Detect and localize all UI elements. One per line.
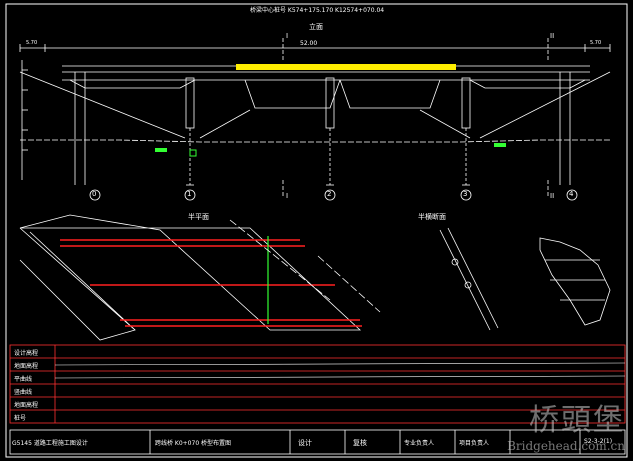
deck-highlight (236, 64, 456, 70)
left-end-dim: 5.70 (26, 40, 38, 46)
pier-label-3: 3 (463, 190, 468, 198)
title-block-review: 复核 (353, 439, 367, 447)
title-block-manager: 项目负责人 (459, 440, 490, 447)
section-marker-right-bottom: II (550, 192, 555, 200)
right-end-dim: 5.70 (590, 40, 602, 46)
table-row-label-1: 地面高程 (14, 363, 39, 370)
table-row-label-3: 竖曲线 (14, 389, 33, 396)
drawing-title: 桥梁中心桩号 K574+175.170 K12574+070.04 (250, 7, 385, 14)
pier-label-1: 1 (187, 190, 192, 198)
watermark-text: 桥頭堡 (529, 403, 625, 438)
title-block-engineer: 专业负责人 (404, 440, 435, 447)
ground-grade-line (54, 375, 626, 379)
pier-label-2: 2 (327, 190, 332, 198)
section-marker-right: II (550, 32, 555, 40)
design-grade-line (54, 362, 626, 366)
drawing-border (5, 3, 628, 458)
title-block-project: G5145 道路工程施工图设计 (12, 440, 88, 447)
pier-label-0: 0 (92, 190, 97, 198)
title-block-design: 设计 (298, 439, 312, 447)
table-row-label-2: 平曲线 (14, 376, 33, 383)
watermark-url: Bridgehead.com.cn (507, 439, 625, 453)
section-title: 半横断面 (418, 213, 446, 221)
section-marker-left-bottom: I (286, 192, 289, 200)
watermark: 桥頭堡 Bridgehead.com.cn (507, 395, 625, 453)
section-view (439, 227, 611, 331)
title-block-drawing-title: 跨线桥 K0+070 桥型布置图 (155, 440, 232, 447)
pier-markers (89, 189, 578, 201)
pier-label-4: 4 (569, 190, 574, 198)
plan-view (19, 214, 381, 341)
table-row-label-4: 地面高程 (14, 402, 39, 409)
elevation-view (19, 38, 611, 196)
elevation-label: 立面 (309, 23, 323, 31)
table-row-label-0: 设计高程 (14, 350, 39, 357)
plan-title: 半平面 (188, 213, 209, 221)
table-row-label-5: 桩号 (14, 415, 27, 422)
span-total-dim: 52.00 (300, 40, 318, 47)
profile-table (9, 344, 626, 424)
section-marker-left: I (286, 32, 289, 40)
title-block (9, 429, 626, 455)
green-tags (155, 143, 506, 157)
title-block-sheet-number: S2-3-2(1) (584, 438, 613, 445)
